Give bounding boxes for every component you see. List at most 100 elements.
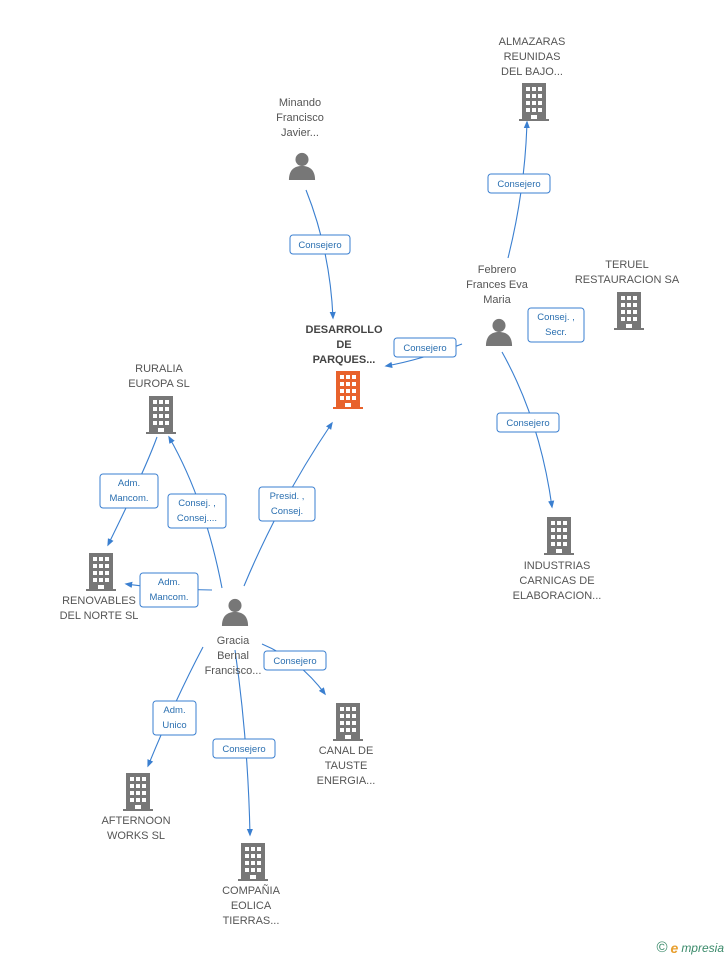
edge-label-text: Unico (162, 720, 186, 731)
node-label[interactable]: Frances Eva (466, 279, 529, 291)
building-icon[interactable] (519, 83, 549, 121)
edge-label-text: Adm. (163, 705, 185, 716)
edge-label-text: Mancom. (149, 592, 188, 603)
edge-label-text: Consej. (271, 506, 303, 517)
building-icon[interactable] (238, 843, 268, 881)
edge-label-box[interactable] (393, 337, 457, 358)
edge-label-box[interactable] (263, 650, 327, 671)
node-afternoon[interactable]: AFTERNOON WORKS SL (101, 773, 171, 842)
node-label[interactable]: CANAL DE (319, 745, 374, 757)
building-icon[interactable] (123, 773, 153, 811)
edge-label-box[interactable] (167, 493, 227, 529)
node-gracia[interactable]: GraciaBernalFrancisco... (205, 598, 262, 677)
node-teruel[interactable]: TERUEL RESTAURACION SA (575, 259, 680, 330)
edge-label-e9[interactable]: Adm. Mancom. (139, 572, 199, 608)
node-label[interactable]: EOLICA (231, 900, 272, 912)
edge-label-e11[interactable]: Adm. Unico (152, 700, 197, 736)
edge-label-text: Consej. , (537, 312, 575, 323)
node-label[interactable]: Febrero (478, 264, 517, 276)
node-label[interactable]: PARQUES... (313, 354, 376, 366)
edge-label-text: Adm. (118, 478, 140, 489)
edge-label-box[interactable] (139, 572, 199, 608)
edge-label-box[interactable] (527, 307, 585, 343)
person-icon[interactable] (288, 152, 316, 180)
edge-label-e10[interactable]: Consejero (263, 650, 327, 671)
node-label[interactable]: COMPAÑIA (222, 884, 281, 897)
edge-label-text: Consej.... (177, 513, 217, 524)
node-label[interactable]: TERUEL (605, 259, 648, 271)
node-label[interactable]: DE (336, 339, 351, 351)
node-label[interactable]: INDUSTRIAS (524, 560, 591, 572)
brand-initial: e (670, 939, 679, 956)
person-icon[interactable] (221, 598, 249, 626)
node-label[interactable]: RESTAURACION SA (575, 274, 680, 286)
node-label[interactable]: Minando (279, 97, 321, 109)
node-label[interactable]: ELABORACION... (513, 590, 602, 602)
edge-label-e8[interactable]: Presid. , Consej. (258, 486, 316, 522)
edge-label-e3[interactable]: Consejero (393, 337, 457, 358)
node-label[interactable]: ENERGIA... (317, 775, 376, 787)
node-label[interactable]: Francisco... (205, 665, 262, 677)
edge-label-e4[interactable]: Consej. , Secr. (527, 307, 585, 343)
edge-label-e12[interactable]: Consejero (212, 738, 276, 759)
edge-label-box[interactable] (212, 738, 276, 759)
edge-label-text: Consejero (273, 656, 316, 667)
edge-label-box[interactable] (99, 473, 159, 509)
building-icon[interactable] (614, 292, 644, 330)
edge-label-box[interactable] (496, 412, 560, 433)
edge-label-e1[interactable]: Consejero (289, 234, 351, 255)
node-label[interactable]: DEL BAJO... (501, 66, 563, 78)
node-industrias[interactable]: INDUSTRIAS CARNICAS DE ELABORACION... (513, 517, 602, 602)
building-icon[interactable] (333, 371, 363, 409)
edge-label-e7[interactable]: Consej. , Consej.... (167, 493, 227, 529)
edge-label-e5[interactable]: Consejero (496, 412, 560, 433)
node-label[interactable]: Bernal (217, 650, 249, 662)
node-renovables[interactable]: RENOVABLES DEL NORTE SL (60, 553, 139, 622)
node-desarrollo[interactable]: DESARROLLO DE PARQUES... (306, 324, 383, 409)
edge-label-box[interactable] (289, 234, 351, 255)
node-label[interactable]: RENOVABLES (62, 595, 136, 607)
edge-label-text: Consej. , (178, 498, 216, 509)
edge-label-e6[interactable]: Adm. Mancom. (99, 473, 159, 509)
building-icon[interactable] (333, 703, 363, 741)
node-label[interactable]: Maria (483, 294, 511, 306)
edge-label-box[interactable] (487, 173, 551, 194)
edge-label-text: Mancom. (109, 493, 148, 504)
node-ruralia[interactable]: RURALIA EUROPA SL (128, 363, 190, 434)
person-icon[interactable] (485, 318, 513, 346)
node-label[interactable]: DEL NORTE SL (60, 610, 139, 622)
node-label[interactable]: Javier... (281, 127, 319, 139)
node-label[interactable]: AFTERNOON (101, 815, 170, 827)
edge-label-e2[interactable]: Consejero (487, 173, 551, 194)
edge-label-text: Consejero (298, 240, 341, 251)
node-label[interactable]: EUROPA SL (128, 378, 190, 390)
node-minando[interactable]: MinandoFranciscoJavier... (276, 97, 324, 180)
edge-label-text: Adm. (158, 577, 180, 588)
building-icon[interactable] (544, 517, 574, 555)
node-label[interactable]: ALMAZARAS (499, 36, 566, 48)
node-label[interactable]: DESARROLLO (306, 324, 383, 336)
building-icon[interactable] (86, 553, 116, 591)
node-label[interactable]: TIERRAS... (223, 915, 280, 927)
node-label[interactable]: REUNIDAS (504, 51, 561, 63)
edge-label-text: Consejero (506, 418, 549, 429)
node-almazaras[interactable]: ALMAZARAS REUNIDAS DEL BAJO... (499, 36, 566, 121)
edge-label-text: Consejero (497, 179, 540, 190)
edge-label-box[interactable] (152, 700, 197, 736)
node-canal[interactable]: CANAL DE TAUSTE ENERGIA... (317, 703, 376, 787)
node-label[interactable]: WORKS SL (107, 830, 165, 842)
node-label[interactable]: CARNICAS DE (519, 575, 594, 587)
edge-label-text: Secr. (545, 327, 567, 338)
node-label[interactable]: Francisco (276, 112, 324, 124)
node-label[interactable]: Gracia (217, 635, 250, 647)
edge-label-box[interactable] (258, 486, 316, 522)
node-label[interactable]: TAUSTE (325, 760, 368, 772)
building-icon[interactable] (146, 396, 176, 434)
node-compania[interactable]: COMPAÑIA EOLICA TIERRAS... (222, 843, 281, 927)
brand-name: mpresia (681, 940, 724, 955)
edge-label-text: Presid. , (270, 491, 305, 502)
node-label[interactable]: RURALIA (135, 363, 183, 375)
